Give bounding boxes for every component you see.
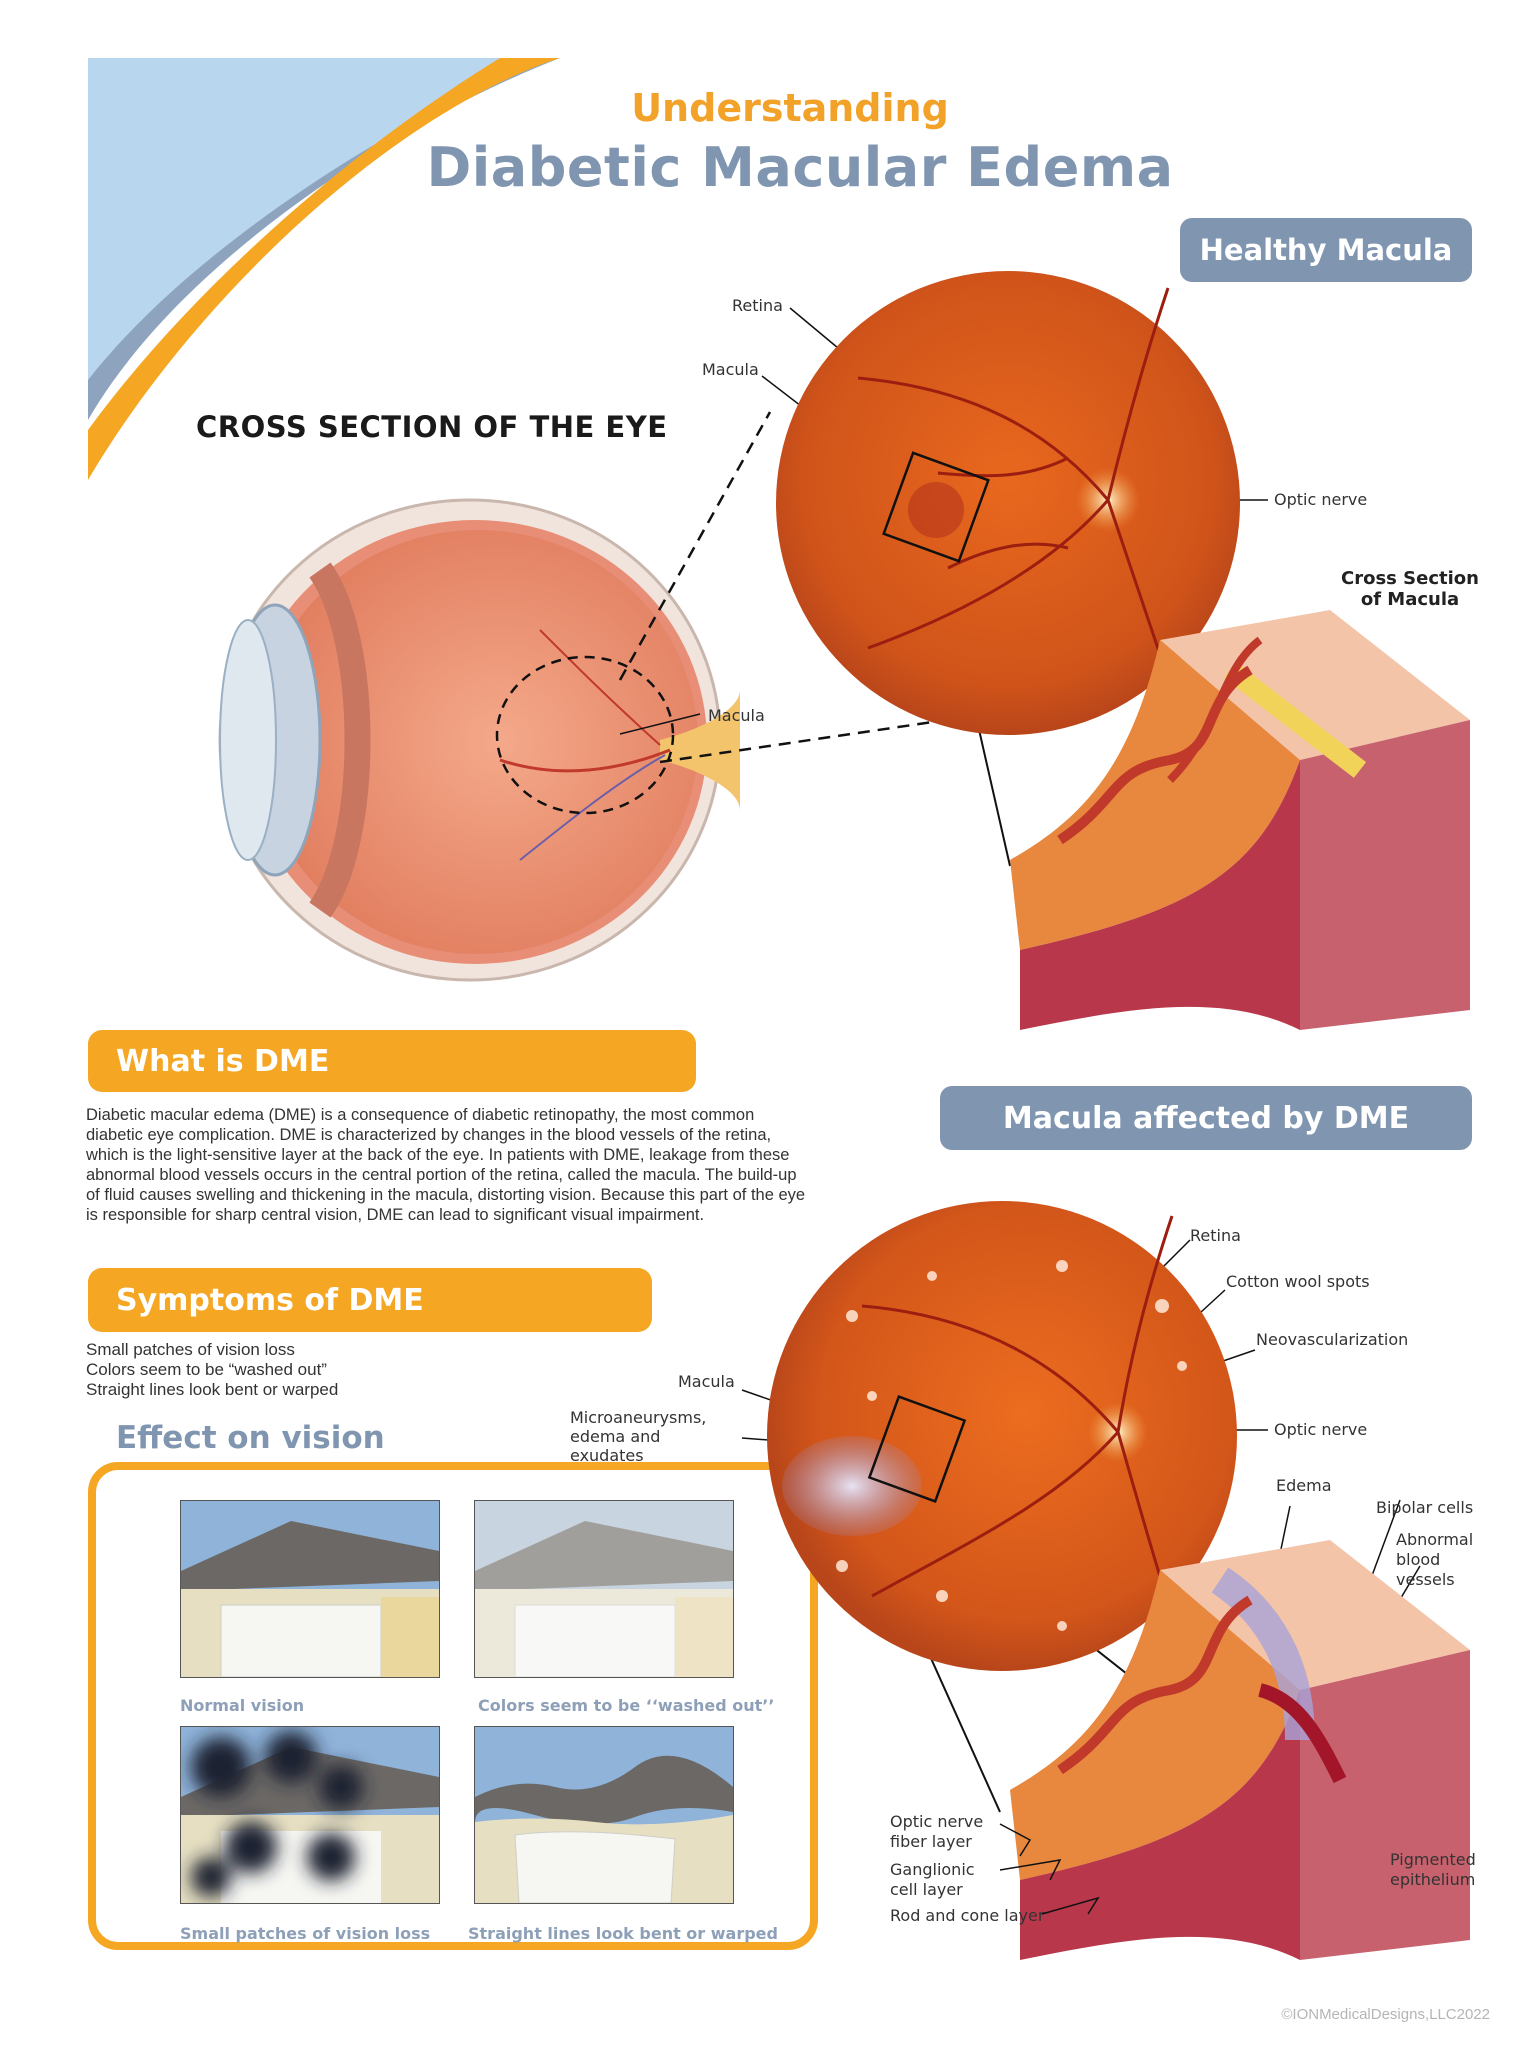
photo-normal-vision [180, 1500, 440, 1678]
healthy-macula-cross-section [1010, 610, 1470, 1030]
label-cross-section-macula: Cross Section of Macula [1341, 568, 1479, 610]
caption-washed-out: Colors seem to be ‘‘washed out’’ [478, 1696, 775, 1715]
what-is-dme-heading: What is DME [88, 1030, 696, 1092]
label-macula-eye: Macula [708, 706, 765, 725]
affected-retina-fundus [767, 1201, 1237, 1671]
label-ganglionic-layer: Ganglionic cell layer [890, 1860, 975, 1899]
caption-normal-vision: Normal vision [180, 1696, 305, 1715]
eye-section-title: CROSS SECTION OF THE EYE [196, 410, 668, 444]
photo-warped-vision [474, 1726, 734, 1904]
caption-vision-loss: Small patches of vision loss [180, 1924, 431, 1943]
copyright: ©IONMedicalDesigns,LLC2022 [1281, 2006, 1490, 2023]
label-microaneurysms: Microaneurysms, edema and exudates [570, 1408, 707, 1465]
label-macula-healthy: Macula [702, 360, 759, 379]
label-optic-nerve-affected: Optic nerve [1274, 1420, 1368, 1439]
healthy-macula-heading: Healthy Macula [1180, 218, 1472, 282]
symptom-item: Small patches of vision loss [86, 1340, 295, 1359]
symptom-item: Colors seem to be “washed out” [86, 1360, 327, 1379]
label-macula-affected: Macula [678, 1372, 735, 1391]
label-pigmented-epithelium: Pigmented epithelium [1390, 1850, 1476, 1889]
label-cotton-wool: Cotton wool spots [1226, 1272, 1370, 1291]
label-neovascularization: Neovascularization [1256, 1330, 1409, 1349]
label-rod-cone: Rod and cone layer [890, 1906, 1045, 1925]
header-subtitle: Understanding [631, 86, 949, 130]
label-optic-nerve-fiber: Optic nerve fiber layer [890, 1812, 984, 1851]
affected-macula-cross-section [1010, 1540, 1470, 1960]
symptoms-list: Small patches of vision loss Colors seem… [86, 1340, 338, 1400]
affected-macula-heading: Macula affected by DME [940, 1086, 1472, 1150]
label-retina-healthy: Retina [732, 296, 783, 315]
corner-swoosh-graphic [88, 58, 560, 480]
label-edema: Edema [1276, 1476, 1332, 1495]
effect-on-vision-heading: Effect on vision [116, 1420, 385, 1456]
page-title: Diabetic Macular Edema [426, 136, 1174, 199]
label-bipolar-cells: Bipolar cells [1376, 1498, 1474, 1517]
what-is-dme-text: Diabetic macular edema (DME) is a conseq… [86, 1106, 806, 1224]
caption-warped: Straight lines look bent or warped [468, 1924, 778, 1943]
photo-washed-out-vision [474, 1500, 734, 1678]
layer-bracket-lines [999, 1823, 1100, 1915]
healthy-retina-fundus [776, 271, 1240, 735]
symptom-item: Straight lines look bent or warped [86, 1380, 339, 1399]
label-retina-affected: Retina [1190, 1226, 1241, 1245]
symptoms-heading: Symptoms of DME [88, 1268, 652, 1332]
label-abnormal-vessels: Abnormal blood vessels [1396, 1530, 1474, 1589]
label-optic-nerve-healthy: Optic nerve [1274, 490, 1368, 509]
photo-vision-loss-patches [180, 1726, 440, 1904]
eye-cross-section-illustration [218, 498, 740, 982]
